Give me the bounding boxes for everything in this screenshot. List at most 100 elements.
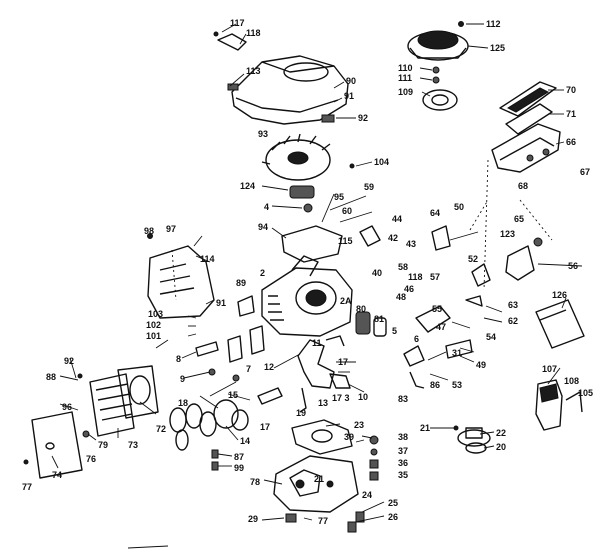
- callout-78: 78: [250, 477, 260, 487]
- callout-63: 63: [508, 300, 518, 310]
- callout-115: 115: [338, 236, 353, 246]
- callout-110: 110: [398, 63, 413, 73]
- callout-58: 58: [398, 262, 408, 272]
- callout-126: 126: [552, 290, 567, 300]
- callout-53: 53: [452, 380, 462, 390]
- reference-lines: [171, 159, 553, 301]
- muffler: [23, 365, 159, 479]
- callout-94: 94: [258, 222, 268, 232]
- callout-25: 25: [388, 498, 398, 508]
- rewind-starter: [407, 21, 469, 111]
- callout-71: 71: [566, 109, 576, 119]
- callout-93: 93: [258, 129, 268, 139]
- callout-90: 90: [346, 76, 356, 86]
- valve-train-parts: [195, 295, 265, 382]
- callout-103: 103: [148, 309, 163, 319]
- callout-19: 19: [296, 408, 306, 418]
- callout-92b: 92: [64, 356, 74, 366]
- callout-52: 52: [468, 254, 478, 264]
- callout-123: 123: [500, 229, 515, 239]
- callout-13: 13: [318, 398, 328, 408]
- callout-10: 10: [358, 392, 368, 402]
- callout-114: 114: [200, 254, 215, 264]
- callout-76: 76: [86, 454, 96, 464]
- callout-50: 50: [454, 202, 464, 212]
- callout-86: 86: [430, 380, 440, 390]
- callout-96: 96: [62, 402, 72, 412]
- callout-68: 68: [518, 181, 528, 191]
- callout-24: 24: [362, 490, 372, 500]
- leader-lines: [51, 23, 583, 523]
- callout-49: 49: [476, 360, 486, 370]
- callout-97: 97: [166, 224, 176, 234]
- callout-21b: 21: [314, 474, 324, 484]
- callout-88: 88: [46, 372, 56, 382]
- callout-20: 20: [496, 442, 506, 452]
- crankcase: [273, 419, 365, 533]
- callout-40: 40: [372, 268, 382, 278]
- callout-111: 111: [398, 73, 412, 83]
- callout-79: 79: [98, 440, 108, 450]
- callout-48: 48: [396, 292, 406, 302]
- callout-29: 29: [248, 514, 258, 524]
- callout-9: 9: [180, 374, 185, 384]
- callout-31: 31: [452, 348, 462, 358]
- callout-37: 37: [398, 446, 408, 456]
- callout-57: 57: [430, 272, 440, 282]
- callout-17b: 17: [260, 422, 270, 432]
- callout-87: 87: [234, 452, 244, 462]
- blower-housing: [213, 31, 349, 125]
- part-callouts: 117 118 113 90 91 93 92 124 104 112 125 …: [22, 18, 593, 526]
- primer-bulb: [535, 299, 585, 431]
- callout-113: 113: [246, 66, 261, 76]
- callout-44: 44: [392, 214, 402, 224]
- callout-5: 5: [392, 326, 397, 336]
- callout-18: 18: [178, 398, 188, 408]
- callout-102: 102: [146, 320, 161, 330]
- callout-108: 108: [564, 376, 579, 386]
- callout-98: 98: [144, 226, 154, 236]
- callout-62: 62: [508, 316, 518, 326]
- callout-112: 112: [486, 19, 501, 29]
- callout-2a: 2A: [340, 296, 352, 306]
- callout-56: 56: [568, 261, 578, 271]
- callout-67: 67: [580, 167, 590, 177]
- callout-38: 38: [398, 432, 408, 442]
- callout-91b: 91: [216, 298, 226, 308]
- callout-21: 21: [420, 423, 430, 433]
- callout-109: 109: [398, 87, 413, 97]
- callout-60: 60: [342, 206, 352, 216]
- callout-59: 59: [364, 182, 374, 192]
- callout-17: 17: [338, 357, 348, 367]
- callout-74: 74: [52, 470, 62, 480]
- air-cleaner: [491, 81, 561, 173]
- callout-80: 80: [356, 304, 366, 314]
- callout-81: 81: [374, 314, 384, 324]
- callout-89: 89: [236, 278, 246, 288]
- callout-43: 43: [406, 239, 416, 249]
- callout-42: 42: [388, 233, 398, 243]
- callout-77: 77: [22, 482, 32, 492]
- callout-107: 107: [542, 364, 557, 374]
- callout-65: 65: [514, 214, 524, 224]
- callout-22: 22: [496, 428, 506, 438]
- callout-77b: 77: [318, 516, 328, 526]
- callout-91: 91: [344, 91, 354, 101]
- cylinder-block: [261, 255, 387, 337]
- callout-23: 23: [354, 420, 364, 430]
- callout-104: 104: [374, 157, 389, 167]
- flywheel: [261, 133, 355, 213]
- callout-83: 83: [398, 394, 408, 404]
- callout-105: 105: [578, 388, 593, 398]
- callout-55: 55: [432, 304, 442, 314]
- callout-46: 46: [404, 284, 414, 294]
- scan-mark: [127, 545, 169, 549]
- callout-26: 26: [388, 512, 398, 522]
- callout-35: 35: [398, 470, 408, 480]
- callout-7: 7: [246, 364, 251, 374]
- callout-11: 11: [312, 338, 322, 348]
- callout-4: 4: [264, 202, 269, 212]
- callout-14: 14: [240, 436, 250, 446]
- callout-101: 101: [146, 331, 161, 341]
